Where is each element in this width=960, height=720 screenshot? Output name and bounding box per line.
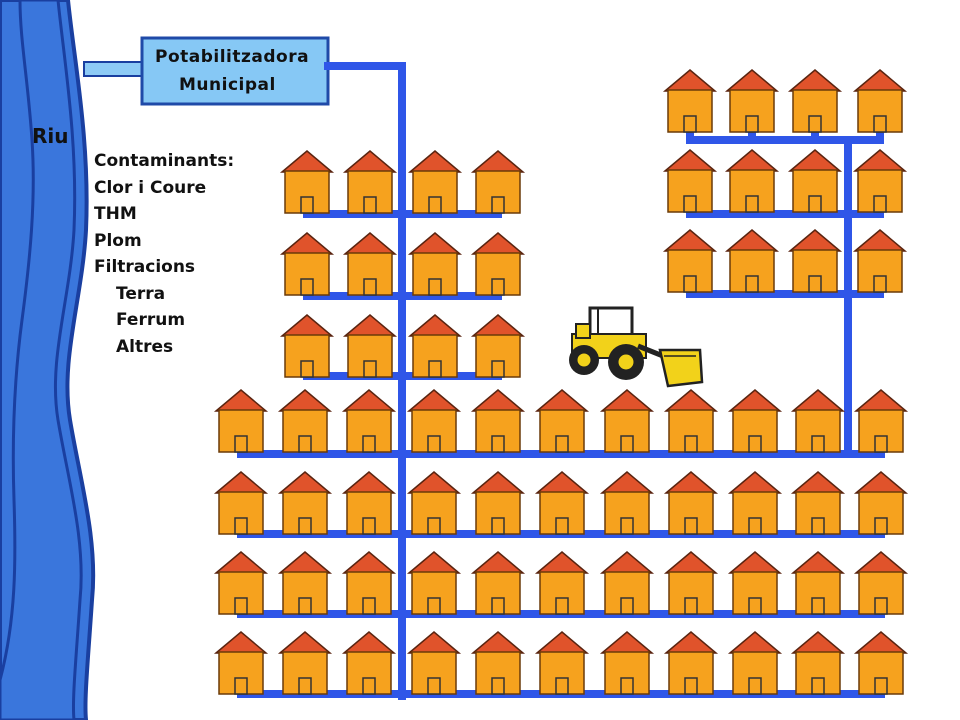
house-icon xyxy=(663,389,719,453)
house-icon xyxy=(790,389,846,453)
house-icon xyxy=(787,149,843,213)
house-icon xyxy=(470,551,526,615)
house-icon xyxy=(852,229,908,293)
filtration-item: Altres xyxy=(116,336,174,357)
plant-label-line1: Potabilitzadora xyxy=(155,47,310,67)
house-icon xyxy=(599,631,655,695)
house-icon xyxy=(787,69,843,133)
house-icon xyxy=(406,631,462,695)
house-icon xyxy=(407,150,463,214)
house-icon xyxy=(852,149,908,213)
house-icon xyxy=(277,471,333,535)
house-icon xyxy=(277,551,333,615)
contaminants-title: Contaminants: xyxy=(94,151,235,171)
house-icon xyxy=(279,150,335,214)
house-icon xyxy=(599,471,655,535)
house-icon xyxy=(534,389,590,453)
house-icon xyxy=(470,631,526,695)
house-icon xyxy=(599,551,655,615)
house-icon xyxy=(341,389,397,453)
contaminants-list: Contaminants: Clor i Coure THM Plom Filt… xyxy=(94,148,234,360)
filtration-item: Terra xyxy=(116,283,166,304)
house-icon xyxy=(406,389,462,453)
river-label: Riu xyxy=(32,124,69,148)
house-icon xyxy=(599,389,655,453)
contaminant-item: Filtracions xyxy=(94,257,196,277)
house-icon xyxy=(279,314,335,378)
house-icon xyxy=(787,229,843,293)
house-icon xyxy=(470,150,526,214)
house-icon xyxy=(470,232,526,296)
house-icon xyxy=(406,551,462,615)
house-icon xyxy=(341,551,397,615)
plant-label: Potabilitzadora Municipal xyxy=(143,38,327,102)
house-icon xyxy=(342,314,398,378)
house-icon xyxy=(341,631,397,695)
plant-label-line2: Municipal xyxy=(179,75,276,95)
house-icon xyxy=(853,389,909,453)
house-grid xyxy=(213,69,909,695)
house-icon xyxy=(534,551,590,615)
house-icon xyxy=(407,314,463,378)
filtration-item: Ferrum xyxy=(116,310,186,330)
river-inner xyxy=(0,0,83,720)
house-icon xyxy=(470,389,526,453)
house-icon xyxy=(662,149,718,213)
contaminant-item: Clor i Coure xyxy=(94,177,207,198)
house-icon xyxy=(663,631,719,695)
house-icon xyxy=(342,150,398,214)
house-icon xyxy=(470,314,526,378)
house-icon xyxy=(727,389,783,453)
house-icon xyxy=(407,232,463,296)
house-icon xyxy=(853,471,909,535)
house-icon xyxy=(662,229,718,293)
contaminant-item: Plom xyxy=(94,230,142,251)
house-icon xyxy=(662,69,718,133)
house-icon xyxy=(213,551,269,615)
house-icon xyxy=(213,471,269,535)
house-icon xyxy=(663,471,719,535)
house-icon xyxy=(852,69,908,133)
house-icon xyxy=(277,631,333,695)
plant-box xyxy=(140,36,330,106)
house-icon xyxy=(724,149,780,213)
house-icon xyxy=(663,551,719,615)
house-icon xyxy=(342,232,398,296)
house-icon xyxy=(727,631,783,695)
bulldozer-icon xyxy=(569,306,704,388)
house-icon xyxy=(790,551,846,615)
house-icon xyxy=(213,631,269,695)
house-icon xyxy=(790,631,846,695)
house-icon xyxy=(341,471,397,535)
house-icon xyxy=(853,551,909,615)
house-icon xyxy=(853,631,909,695)
house-icon xyxy=(724,69,780,133)
house-icon xyxy=(724,229,780,293)
house-icon xyxy=(727,551,783,615)
contaminant-item: THM xyxy=(94,204,137,224)
house-icon xyxy=(534,631,590,695)
intake-pipe xyxy=(83,61,145,77)
house-icon xyxy=(790,471,846,535)
house-icon xyxy=(727,471,783,535)
house-icon xyxy=(406,471,462,535)
house-icon xyxy=(213,389,269,453)
house-icon xyxy=(470,471,526,535)
house-icon xyxy=(279,232,335,296)
house-icon xyxy=(277,389,333,453)
house-icon xyxy=(534,471,590,535)
